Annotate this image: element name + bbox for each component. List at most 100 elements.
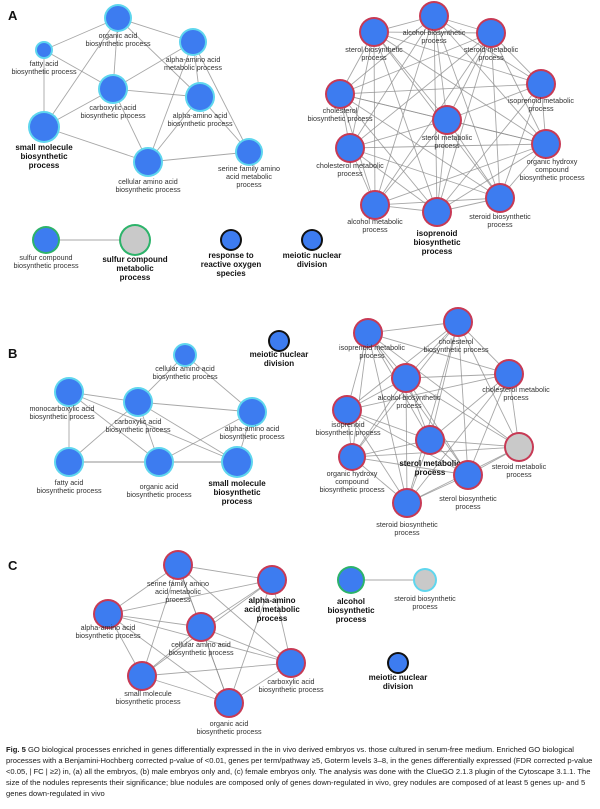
node-label: cellular amino acid [155, 364, 215, 373]
node-label: sterol biosynthetic [345, 45, 403, 54]
network-edge [351, 456, 469, 476]
node-label: process [487, 220, 513, 229]
node-label: biosynthetic process [168, 648, 234, 657]
node-label: acid metabolic [155, 587, 201, 596]
node-label: process [415, 468, 446, 477]
node-circle [237, 140, 261, 164]
node-label: sulfur compound [102, 255, 167, 264]
node-label: process [394, 528, 420, 537]
node-label: biosynthetic process [167, 119, 233, 128]
network-edge [490, 32, 547, 145]
node-label: meiotic nuclear [369, 673, 428, 682]
node-circle [445, 309, 471, 335]
node-circle [434, 107, 460, 133]
panel-letter: C [8, 558, 18, 573]
network-edge [349, 32, 492, 149]
node-label: monocarboxylic acid [29, 404, 94, 413]
network-edge [406, 321, 459, 504]
network-edge [367, 332, 520, 448]
node-label: biosynthetic process [115, 697, 181, 706]
network-edge [147, 41, 194, 163]
node-label: process [362, 225, 388, 234]
node-label: fatty acid [30, 59, 59, 68]
node-label: meiotic nuclear [250, 350, 309, 359]
node-label: process [422, 247, 453, 256]
node-label: biosynthetic process [319, 485, 385, 494]
node-label: biosynthetic process [75, 631, 141, 640]
node-circle [339, 568, 363, 592]
network-edge [68, 391, 160, 463]
node-label: process [337, 169, 363, 178]
network-edge [406, 373, 510, 504]
node-circle [355, 320, 381, 346]
node-label: biosynthetic process [85, 39, 151, 48]
node-circle [340, 445, 364, 469]
node-label: division [264, 359, 294, 368]
node-label: isoprenoid [417, 229, 458, 238]
network-edge [107, 579, 273, 615]
network-edge [446, 119, 547, 145]
node-label: biosynthetic process [196, 727, 262, 736]
network-edge [346, 409, 469, 476]
node-label: biosynthetic [213, 488, 261, 497]
node-label: alpha-amino acid [225, 424, 280, 433]
node-label: biosynthetic [413, 238, 461, 247]
node-label: cellular amino acid [171, 640, 231, 649]
node-label: biosynthetic process [115, 185, 181, 194]
node-label: cholesterol metabolic [482, 385, 550, 394]
node-label: alpha-amino acid [166, 55, 221, 64]
